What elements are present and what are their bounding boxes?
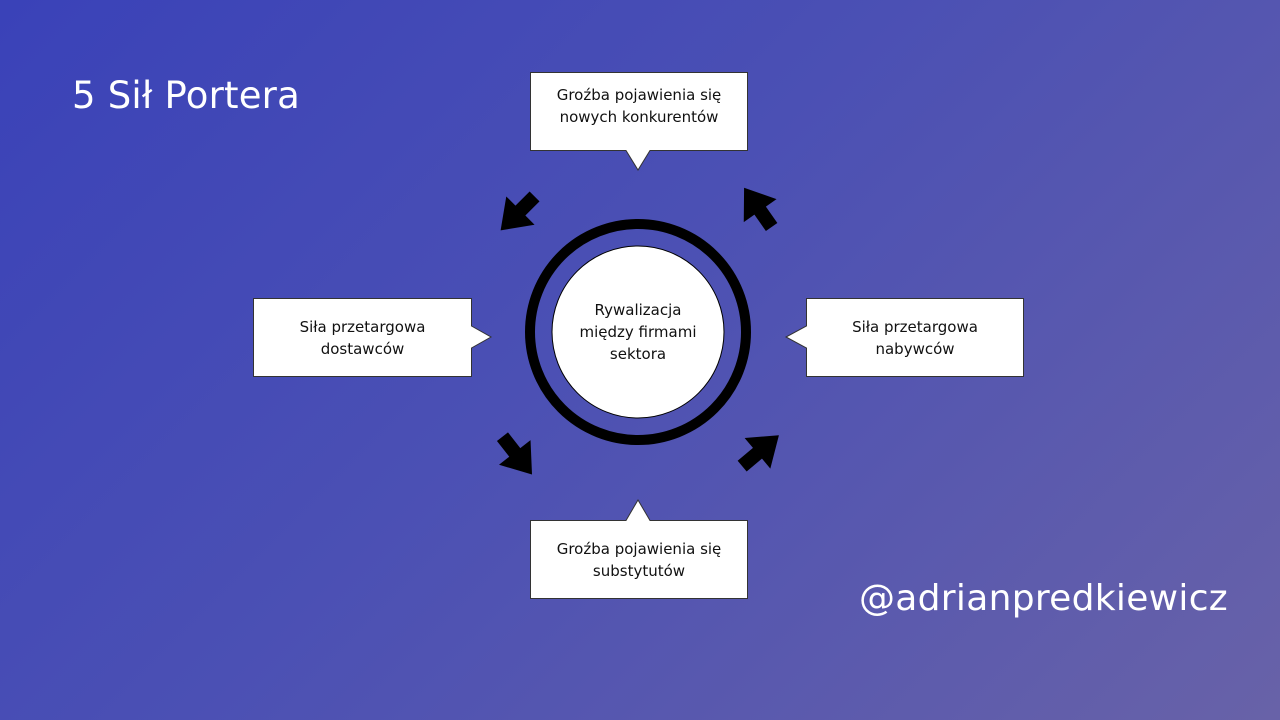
top-line-2: nowych konkurentów: [559, 108, 719, 126]
outer-ring: [525, 219, 751, 445]
arrow-down-right-icon: [496, 432, 533, 475]
top-line-1: Groźba pojawienia się: [556, 86, 722, 104]
bottom-callout-box: [530, 499, 748, 599]
left-force-label: Siła przetargowa dostawców: [254, 299, 471, 376]
arrow-up-right-icon: [737, 435, 779, 472]
bottom-line-1: Groźba pojawienia się: [556, 539, 722, 558]
slide-title: 5 Sił Portera: [72, 74, 300, 117]
center-circle: [551, 245, 725, 419]
bottom-line-2: substytutów: [592, 561, 686, 580]
right-line-2: nabywców: [875, 339, 955, 358]
left-callout-box: [253, 298, 493, 377]
left-line-2: dostawców: [320, 339, 405, 358]
center-line-1: Rywalizacja: [594, 301, 682, 319]
top-callout-box: [530, 72, 748, 171]
right-callout-box: [784, 298, 1024, 377]
center-line-3: sektora: [609, 345, 667, 363]
right-force-label: Siła przetargowa nabywców: [807, 299, 1023, 376]
author-handle: @adrianpredkiewicz: [859, 578, 1228, 619]
left-line-1: Siła przetargowa: [299, 317, 426, 336]
center-label: Rywalizacja między firmami sektora: [558, 287, 718, 377]
top-force-label: Groźba pojawienia się nowych konkurentów: [531, 73, 747, 139]
center-line-2: między firmami: [579, 323, 697, 341]
arrow-down-left-icon: [500, 191, 540, 231]
right-line-1: Siła przetargowa: [852, 317, 978, 336]
bottom-force-label: Groźba pojawienia się substytutów: [531, 521, 747, 598]
arrow-up-left-icon: [743, 187, 778, 232]
